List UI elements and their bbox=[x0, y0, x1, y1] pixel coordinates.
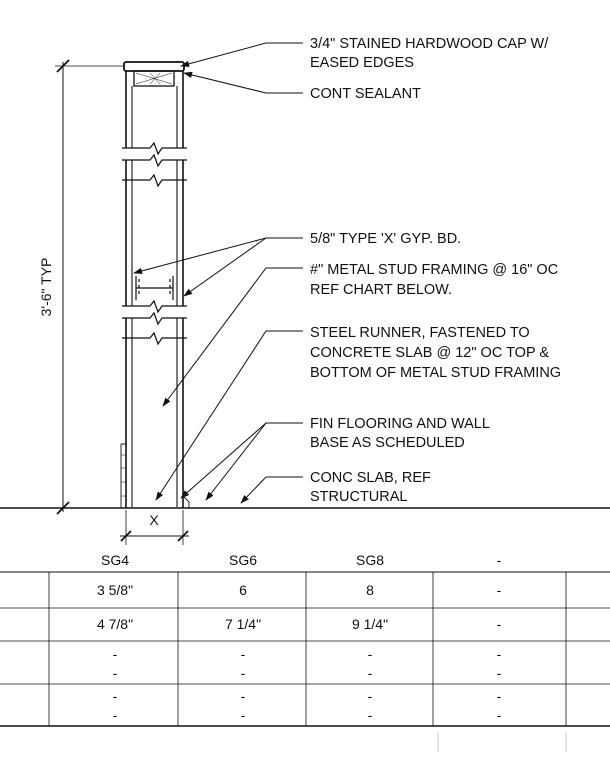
table-cell: - bbox=[497, 582, 502, 598]
schedule-row-blank-2: -- -- -- -- bbox=[113, 688, 502, 723]
table-cell: 7 1/4" bbox=[225, 616, 261, 632]
width-dimension-label: X bbox=[149, 512, 159, 528]
table-cell: -- bbox=[241, 646, 246, 681]
leader-flooring-b bbox=[205, 422, 267, 501]
table-cell: -- bbox=[113, 646, 118, 681]
schedule-row-blank-1: -- -- -- -- bbox=[113, 646, 502, 681]
stud-schedule-table: SG4 SG6 SG8 - 3 5/8" 6 8 - 4 7/8" 7 1/4"… bbox=[0, 552, 610, 752]
table-cell: -- bbox=[368, 688, 373, 723]
height-dimension bbox=[55, 59, 124, 515]
callout-notes: 3/4" STAINED HARDWOOD CAP W/ EASED EDGES… bbox=[310, 36, 562, 505]
height-dimension-label: 3'-6" TYP bbox=[38, 258, 54, 317]
header-sg6: SG6 bbox=[229, 552, 257, 568]
wall-base bbox=[120, 443, 190, 508]
table-cell: 8 bbox=[366, 582, 374, 598]
header-sg8: SG8 bbox=[356, 552, 384, 568]
header-sg4: SG4 bbox=[101, 552, 129, 568]
table-cell: -- bbox=[368, 646, 373, 681]
callout-stud: #" METAL STUD FRAMING @ 16" OC REF CHART… bbox=[310, 262, 562, 298]
table-cell: -- bbox=[497, 646, 502, 681]
metal-stud-profile bbox=[135, 276, 174, 300]
callout-sealant: CONT SEALANT bbox=[310, 86, 421, 102]
hardwood-cap bbox=[123, 61, 185, 87]
leader-lines bbox=[133, 42, 303, 504]
callout-flooring: FIN FLOORING AND WALL BASE AS SCHEDULED bbox=[310, 416, 493, 451]
schedule-row-stud-size: 3 5/8" 6 8 - bbox=[97, 582, 502, 598]
table-cell: 3 5/8" bbox=[97, 582, 133, 598]
gypsum-board-faces bbox=[125, 71, 184, 508]
table-cell: 4 7/8" bbox=[97, 616, 133, 632]
leader-runner bbox=[155, 330, 303, 501]
header-blank: - bbox=[497, 552, 502, 568]
width-dimension bbox=[120, 510, 189, 545]
leader-slab bbox=[240, 476, 303, 504]
table-cell: 6 bbox=[239, 582, 247, 598]
schedule-header-row: SG4 SG6 SG8 - bbox=[101, 552, 502, 568]
break-lines bbox=[122, 141, 187, 346]
table-cell: -- bbox=[497, 688, 502, 723]
callout-runner: STEEL RUNNER, FASTENED TO CONCRETE SLAB … bbox=[310, 325, 561, 381]
callout-cap: 3/4" STAINED HARDWOOD CAP W/ EASED EDGES bbox=[310, 36, 552, 71]
leader-sealant bbox=[183, 71, 303, 94]
table-cell: -- bbox=[241, 688, 246, 723]
wall-assembly bbox=[0, 61, 610, 509]
table-cell: 9 1/4" bbox=[352, 616, 388, 632]
leader-gyp-right bbox=[183, 237, 267, 297]
callout-gyp: 5/8" TYPE 'X' GYP. BD. bbox=[310, 231, 461, 247]
table-cell: -- bbox=[113, 688, 118, 723]
stud-lines bbox=[131, 86, 178, 507]
callout-slab: CONC SLAB, REF STRUCTURAL bbox=[310, 470, 435, 505]
table-cell: - bbox=[497, 616, 502, 632]
leader-stud bbox=[162, 267, 303, 407]
schedule-row-wall-width: 4 7/8" 7 1/4" 9 1/4" - bbox=[97, 616, 502, 632]
leader-cap bbox=[180, 42, 303, 67]
